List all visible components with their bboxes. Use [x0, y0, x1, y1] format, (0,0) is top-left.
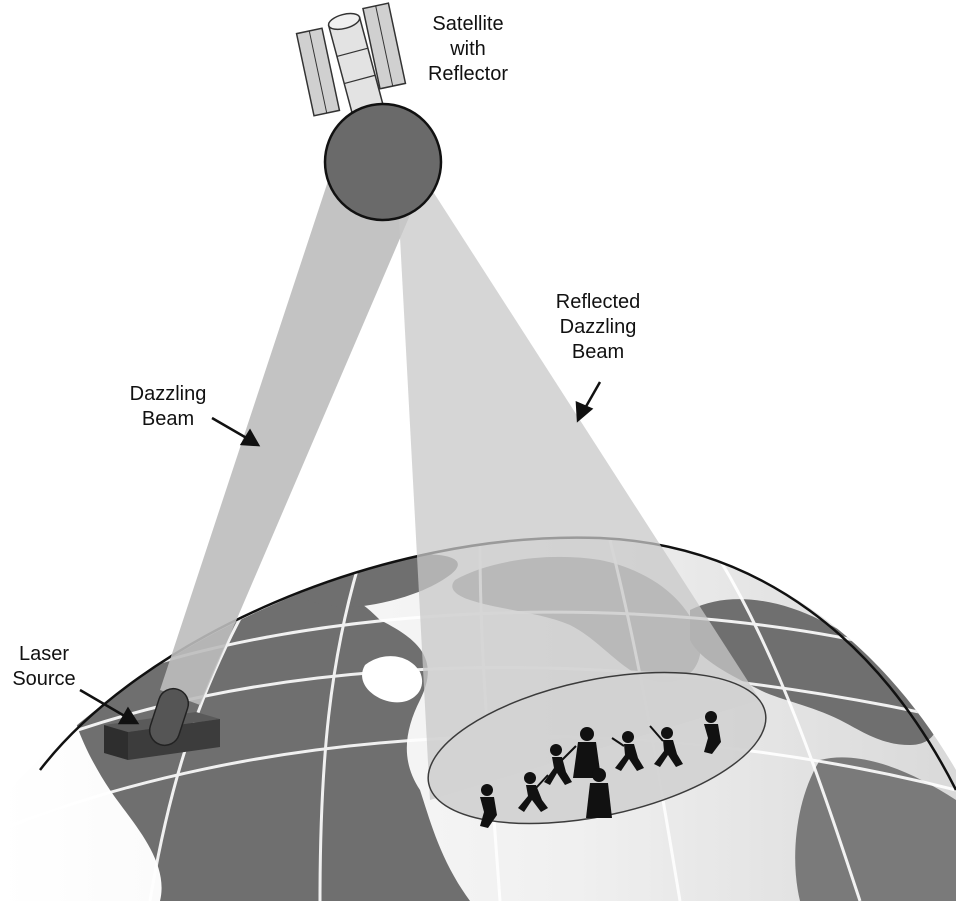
label-reflected-beam-line1: Reflected [556, 291, 641, 313]
label-dazzling-beam: Dazzling Beam [130, 383, 207, 430]
label-satellite-line1: Satellite [432, 13, 503, 35]
arrowhead-reflected-beam [577, 403, 591, 420]
label-dazzling-beam-line1: Dazzling [130, 383, 207, 405]
satellite [297, 3, 441, 220]
label-laser-source-line2: Source [12, 668, 75, 690]
label-reflected-beam-line3: Beam [572, 341, 624, 363]
label-laser-source-line1: Laser [19, 643, 69, 665]
arrow-dazzling-beam [212, 418, 250, 440]
label-satellite-line2: with [449, 38, 486, 60]
label-satellite: Satellite with Reflector [428, 13, 508, 85]
label-dazzling-beam-line2: Beam [142, 408, 194, 430]
label-reflected-beam: Reflected Dazzling Beam [556, 291, 641, 363]
reflector [325, 104, 441, 220]
label-satellite-line3: Reflector [428, 63, 508, 85]
label-laser-source: Laser Source [12, 643, 75, 690]
label-reflected-beam-line2: Dazzling [560, 316, 637, 338]
